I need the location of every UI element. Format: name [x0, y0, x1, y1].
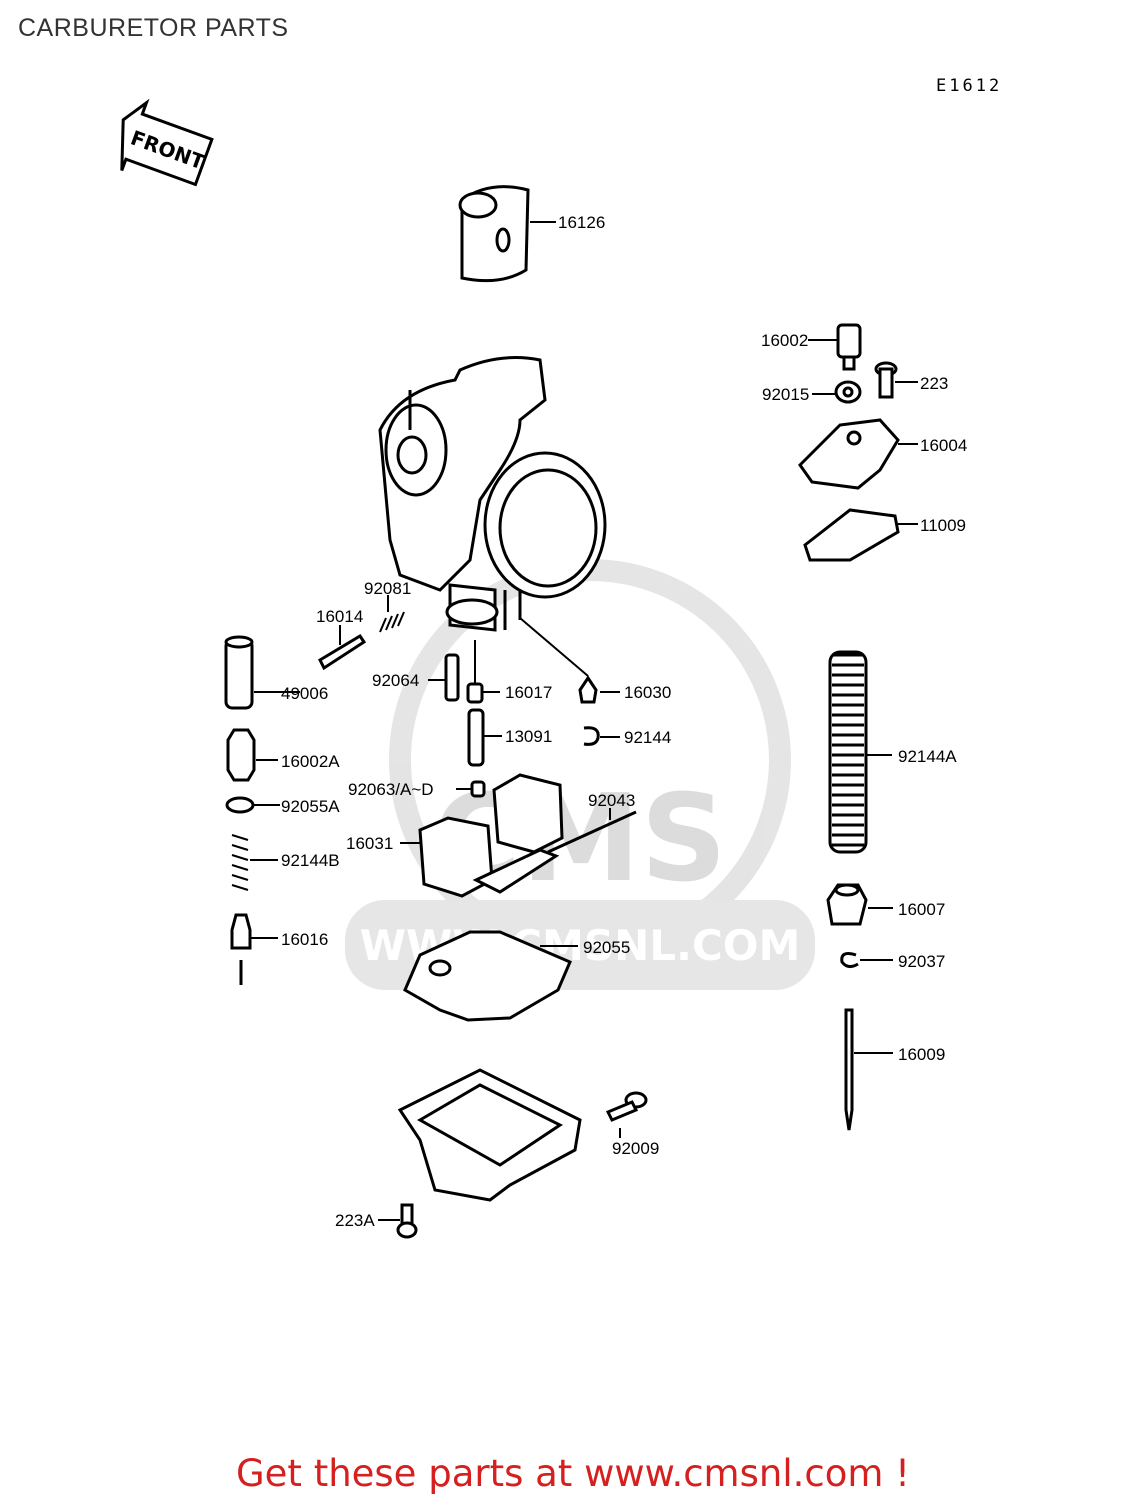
- part-16016-drawing: [230, 913, 252, 985]
- part-16017-drawing: [466, 682, 484, 704]
- part-92081-drawing: [379, 611, 405, 633]
- label-49006: 49006: [281, 684, 328, 703]
- part-16002A-drawing: [226, 728, 256, 782]
- label-16030: 16030: [624, 683, 671, 702]
- part-11009-drawing: [803, 508, 900, 562]
- leader-lines: [250, 221, 918, 1221]
- label-92144A: 92144A: [898, 747, 957, 766]
- label-92144: 92144: [624, 728, 671, 747]
- label-13091: 13091: [505, 727, 552, 746]
- label-16002A: 16002A: [281, 752, 340, 771]
- part-223-drawing: [874, 361, 898, 399]
- label-223: 223: [920, 374, 948, 393]
- label-16004: 16004: [920, 436, 967, 455]
- part-92144B-drawing: [231, 834, 249, 891]
- label-92015: 92015: [762, 385, 809, 404]
- label-92055: 92055: [583, 938, 630, 957]
- part-92037-drawing: [840, 952, 859, 969]
- label-16002: 16002: [761, 331, 808, 350]
- front-arrow-icon: FRONT: [120, 98, 214, 187]
- label-16016: 16016: [281, 930, 328, 949]
- label-92009: 92009: [612, 1139, 659, 1158]
- part-92055-drawing: [403, 930, 572, 1022]
- part-13091-drawing: [467, 708, 485, 767]
- part-49006-drawing: [224, 635, 254, 710]
- part-16014-drawing: [318, 633, 367, 671]
- part-16126-drawing: [458, 185, 530, 283]
- label-92043: 92043: [588, 791, 635, 810]
- part-16031-drawing: [418, 773, 564, 898]
- label-16014: 16014: [316, 607, 363, 626]
- part-92063-drawing: [470, 780, 486, 798]
- part-16002-drawing: [836, 323, 862, 371]
- footer-link[interactable]: Get these parts at www.cmsnl.com !: [235, 1452, 910, 1495]
- part-223A-drawing: [396, 1203, 418, 1239]
- label-92064: 92064: [372, 671, 419, 690]
- label-92037: 92037: [898, 952, 945, 971]
- label-16017: 16017: [505, 683, 552, 702]
- part-16030-drawing: [578, 675, 598, 704]
- diagram-code: E1612: [936, 76, 1003, 96]
- label-92081: 92081: [364, 579, 411, 598]
- part-16007-drawing: [826, 883, 868, 926]
- page-title: CARBURETOR PARTS: [18, 14, 289, 42]
- label-92144B: 92144B: [281, 851, 340, 870]
- part-92144-drawing: [583, 726, 600, 746]
- part-92144A-drawing: [828, 650, 868, 854]
- label-92063: 92063/A~D: [348, 780, 434, 799]
- label-223A: 223A: [335, 1211, 375, 1230]
- part-92015-drawing: [834, 380, 862, 404]
- part-92009-drawing: [605, 1091, 648, 1122]
- part-16009-drawing: [844, 1008, 854, 1131]
- carburetor-body-drawing: [378, 356, 607, 632]
- label-11009: 11009: [920, 516, 966, 535]
- part-92064-drawing: [444, 653, 460, 702]
- part-92055A-drawing: [225, 796, 255, 814]
- label-16126: 16126: [558, 213, 605, 232]
- label-16009: 16009: [898, 1045, 945, 1064]
- label-16007: 16007: [898, 900, 945, 919]
- label-16031: 16031: [346, 834, 393, 853]
- part-92043-drawing: [547, 810, 637, 854]
- label-92055A: 92055A: [281, 797, 340, 816]
- float-bowl-drawing: [397, 1068, 582, 1202]
- part-16004-drawing: [798, 418, 900, 490]
